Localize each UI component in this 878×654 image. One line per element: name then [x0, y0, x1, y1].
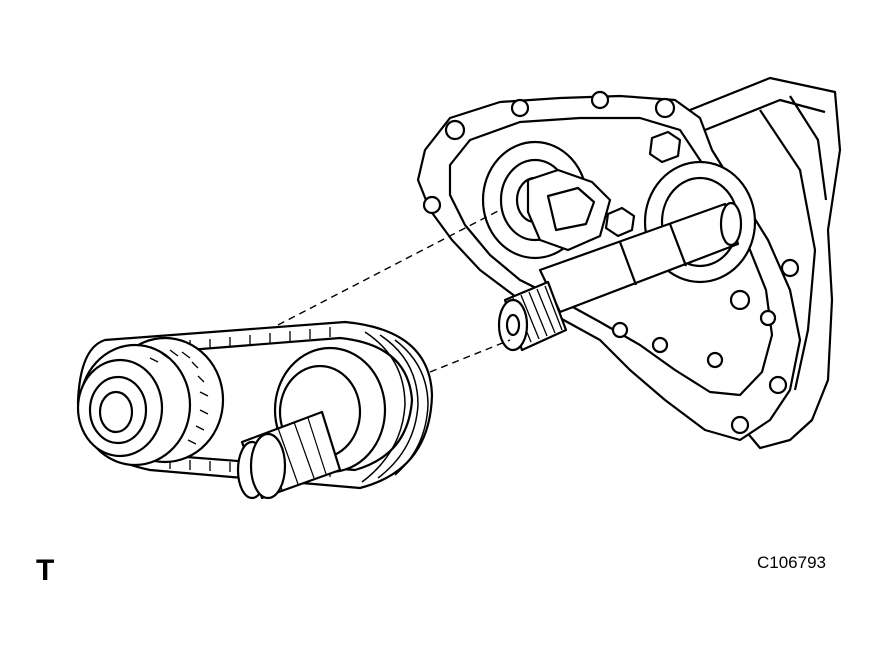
figure-code: C106793 — [757, 553, 826, 572]
alignment-lines — [277, 209, 511, 373]
output-shaft — [497, 201, 743, 352]
view-mark: T — [36, 554, 54, 587]
drive-chain-assembly — [76, 320, 434, 500]
